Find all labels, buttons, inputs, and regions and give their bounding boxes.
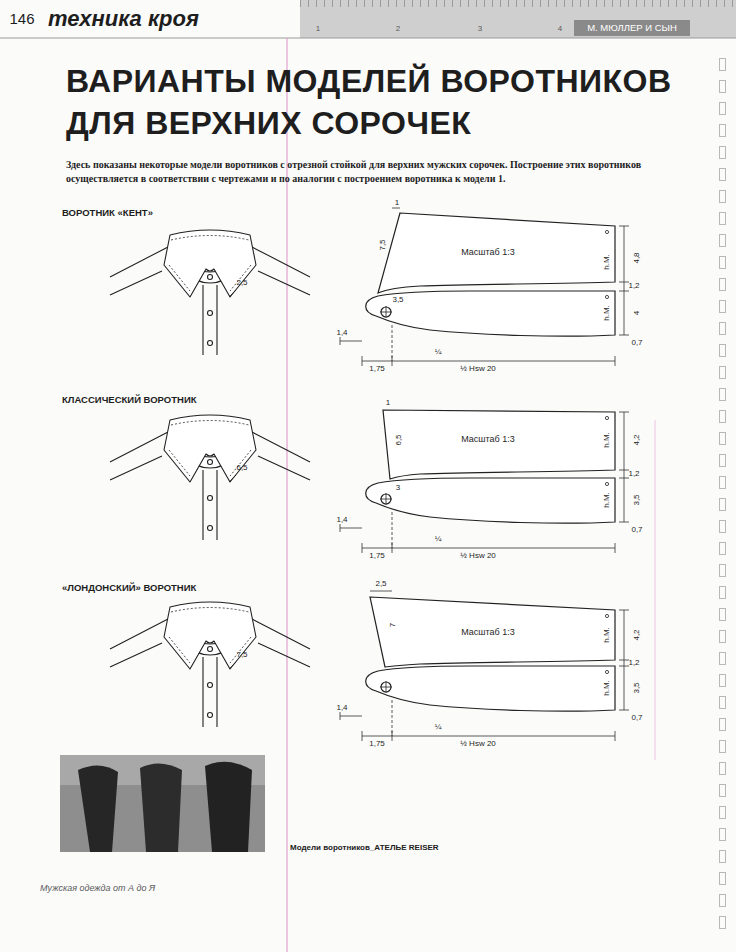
ruler-number: 1: [316, 25, 320, 34]
dimension-label: 0,7: [631, 339, 642, 348]
dimension-label: 1,4: [336, 329, 347, 338]
dimension-label: 3,5: [633, 494, 642, 505]
dimension-label: 2,5: [375, 580, 386, 589]
model-heading: ВОРОТНИК «КЕНТ»: [62, 208, 153, 218]
page-title: ВАРИАНТЫ МОДЕЛЕЙ ВОРОТНИКОВ ДЛЯ ВЕРХНИХ …: [66, 60, 716, 144]
hm-mark: h.M.: [603, 680, 612, 696]
dimension-label: ¼: [435, 723, 442, 732]
dimension-label: ¼: [435, 348, 442, 357]
hm-mark: h.M.: [603, 627, 612, 643]
dimension-label: 6,5: [395, 434, 404, 445]
model-heading: КЛАССИЧЕСКИЙ ВОРОТНИК: [62, 395, 197, 405]
photo-caption: Модели воротников_АТЕЛЬЕ REISER: [290, 843, 439, 852]
model-heading: «ЛОНДОНСКИЙ» ВОРОТНИК: [62, 583, 196, 593]
hm-mark: h.M.: [603, 305, 612, 321]
dimension-label: 3,5: [633, 682, 642, 693]
dimension-label: 3,5: [392, 296, 403, 305]
dimension-label: ½ Hsw 20: [460, 365, 496, 374]
dimension-label: 1,2: [628, 470, 639, 479]
dimension-label: 1,2: [628, 659, 639, 668]
dimension-label: 1,4: [336, 704, 347, 713]
ruler-number: 3: [478, 25, 482, 34]
dimension-label: 4,2: [633, 629, 642, 640]
dimension-label: 0,7: [631, 714, 642, 723]
page-footer: Мужская одежда от А до Я: [40, 884, 155, 894]
dimension-label: ½ Hsw 20: [460, 740, 496, 749]
dimension-label: ½ Hsw 20: [460, 552, 496, 561]
dimension-label: 2,5: [236, 279, 247, 288]
scale-note: Масштаб 1:3: [461, 248, 515, 258]
dimension-label: 4,2: [633, 434, 642, 445]
dimension-label: 7: [389, 623, 398, 627]
dimension-label: 7,5: [236, 651, 247, 660]
hm-mark: h.M.: [603, 492, 612, 508]
dimension-label: 1: [395, 199, 399, 208]
intro-text: Здесь показаны некоторые модели воротник…: [66, 158, 711, 186]
dimension-label: 1,75: [369, 740, 385, 749]
dimension-label: 1,2: [628, 282, 639, 291]
dimension-label: 3: [396, 484, 400, 493]
dimension-label: 6,5: [236, 464, 247, 473]
dimension-label: 1,75: [369, 365, 385, 374]
ruler-number: 2: [396, 25, 400, 34]
scale-note: Масштаб 1:3: [461, 628, 515, 638]
page-number: 146: [9, 11, 34, 28]
section-header: техника кроя: [48, 7, 199, 31]
hm-mark: h.M.: [603, 254, 612, 270]
dimension-label: 1,4: [336, 516, 347, 525]
dimension-label: 4,8: [633, 252, 642, 263]
scale-note: Масштаб 1:3: [461, 435, 515, 445]
dimension-label: ¼: [435, 535, 442, 544]
dimension-label: 1: [386, 399, 390, 408]
publisher-tag: М. МЮЛЛЕР И СЫН: [587, 23, 677, 33]
hm-mark: h.M.: [603, 432, 612, 448]
dimension-label: 1,75: [369, 552, 385, 561]
dimension-label: 7,5: [379, 239, 388, 250]
dimension-label: 4: [633, 311, 642, 315]
ruler-number: 4: [558, 25, 562, 34]
dimension-label: 0,7: [631, 526, 642, 535]
